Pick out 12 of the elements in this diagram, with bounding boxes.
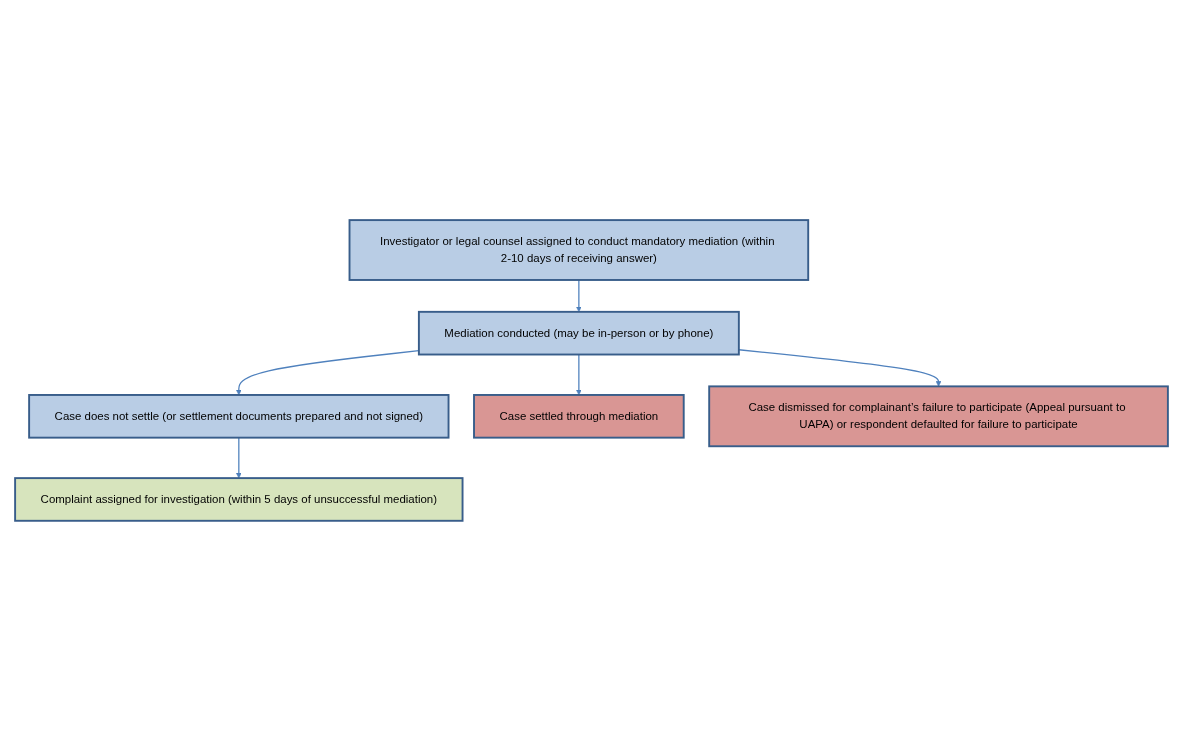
node-box [708, 385, 1169, 448]
arrow [576, 279, 582, 313]
node-box [348, 219, 810, 281]
arrow [236, 437, 242, 479]
flowchart: Investigator or legal counsel assigned to conduct mandatory mediation (within 2-10 days of receiving answer) Mediation conducted (may be in-person or by phone) Case does not settle (or settlement documents prepared and not signed) Case settled through mediation Case dismissed for complainant’s failure to participate (Appeal pursuant to UAPA) or respondent defaulted for failure to participate Complaint assigned for investigation (within 5 days of unsuccessful mediation) [10, 215, 1173, 526]
arrow [738, 349, 942, 387]
node-box [473, 394, 685, 439]
node-box [14, 477, 464, 522]
node-box [417, 310, 740, 356]
node-box [28, 394, 450, 439]
arrow [236, 350, 420, 396]
arrow [576, 353, 582, 396]
